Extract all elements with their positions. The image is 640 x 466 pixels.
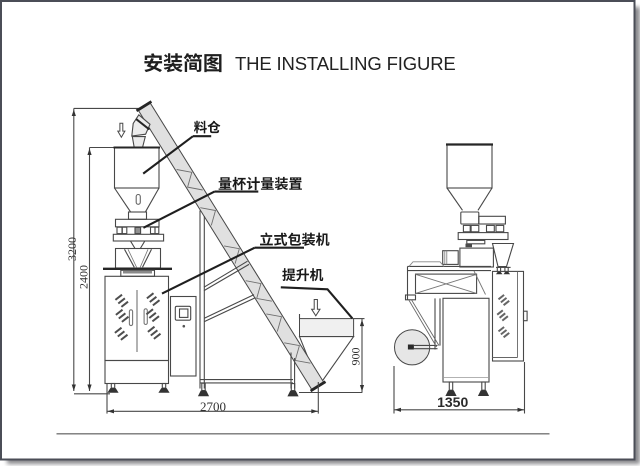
svg-text:1350: 1350 <box>437 394 468 410</box>
svg-text:THE INSTALLING FIGURE: THE INSTALLING FIGURE <box>235 53 456 74</box>
svg-text:900: 900 <box>349 348 363 366</box>
svg-text:2700: 2700 <box>200 399 226 414</box>
svg-text:2400: 2400 <box>77 265 91 289</box>
svg-text:3200: 3200 <box>65 237 79 261</box>
